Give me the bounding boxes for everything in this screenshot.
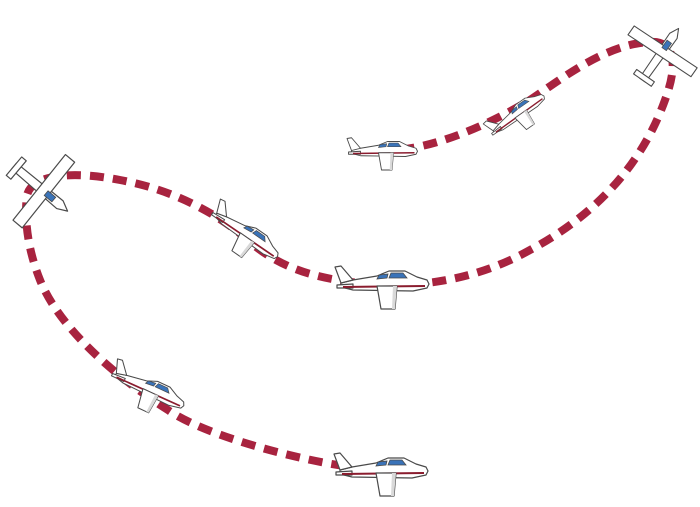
light-airplane-icon bbox=[199, 197, 287, 275]
flight-path bbox=[22, 37, 677, 470]
light-airplane-icon bbox=[0, 133, 96, 244]
airplane-group bbox=[0, 6, 700, 497]
light-airplane-icon bbox=[610, 6, 700, 103]
light-airplane-icon bbox=[333, 452, 429, 497]
light-airplane-icon bbox=[334, 265, 430, 310]
light-airplane-icon bbox=[346, 137, 418, 171]
